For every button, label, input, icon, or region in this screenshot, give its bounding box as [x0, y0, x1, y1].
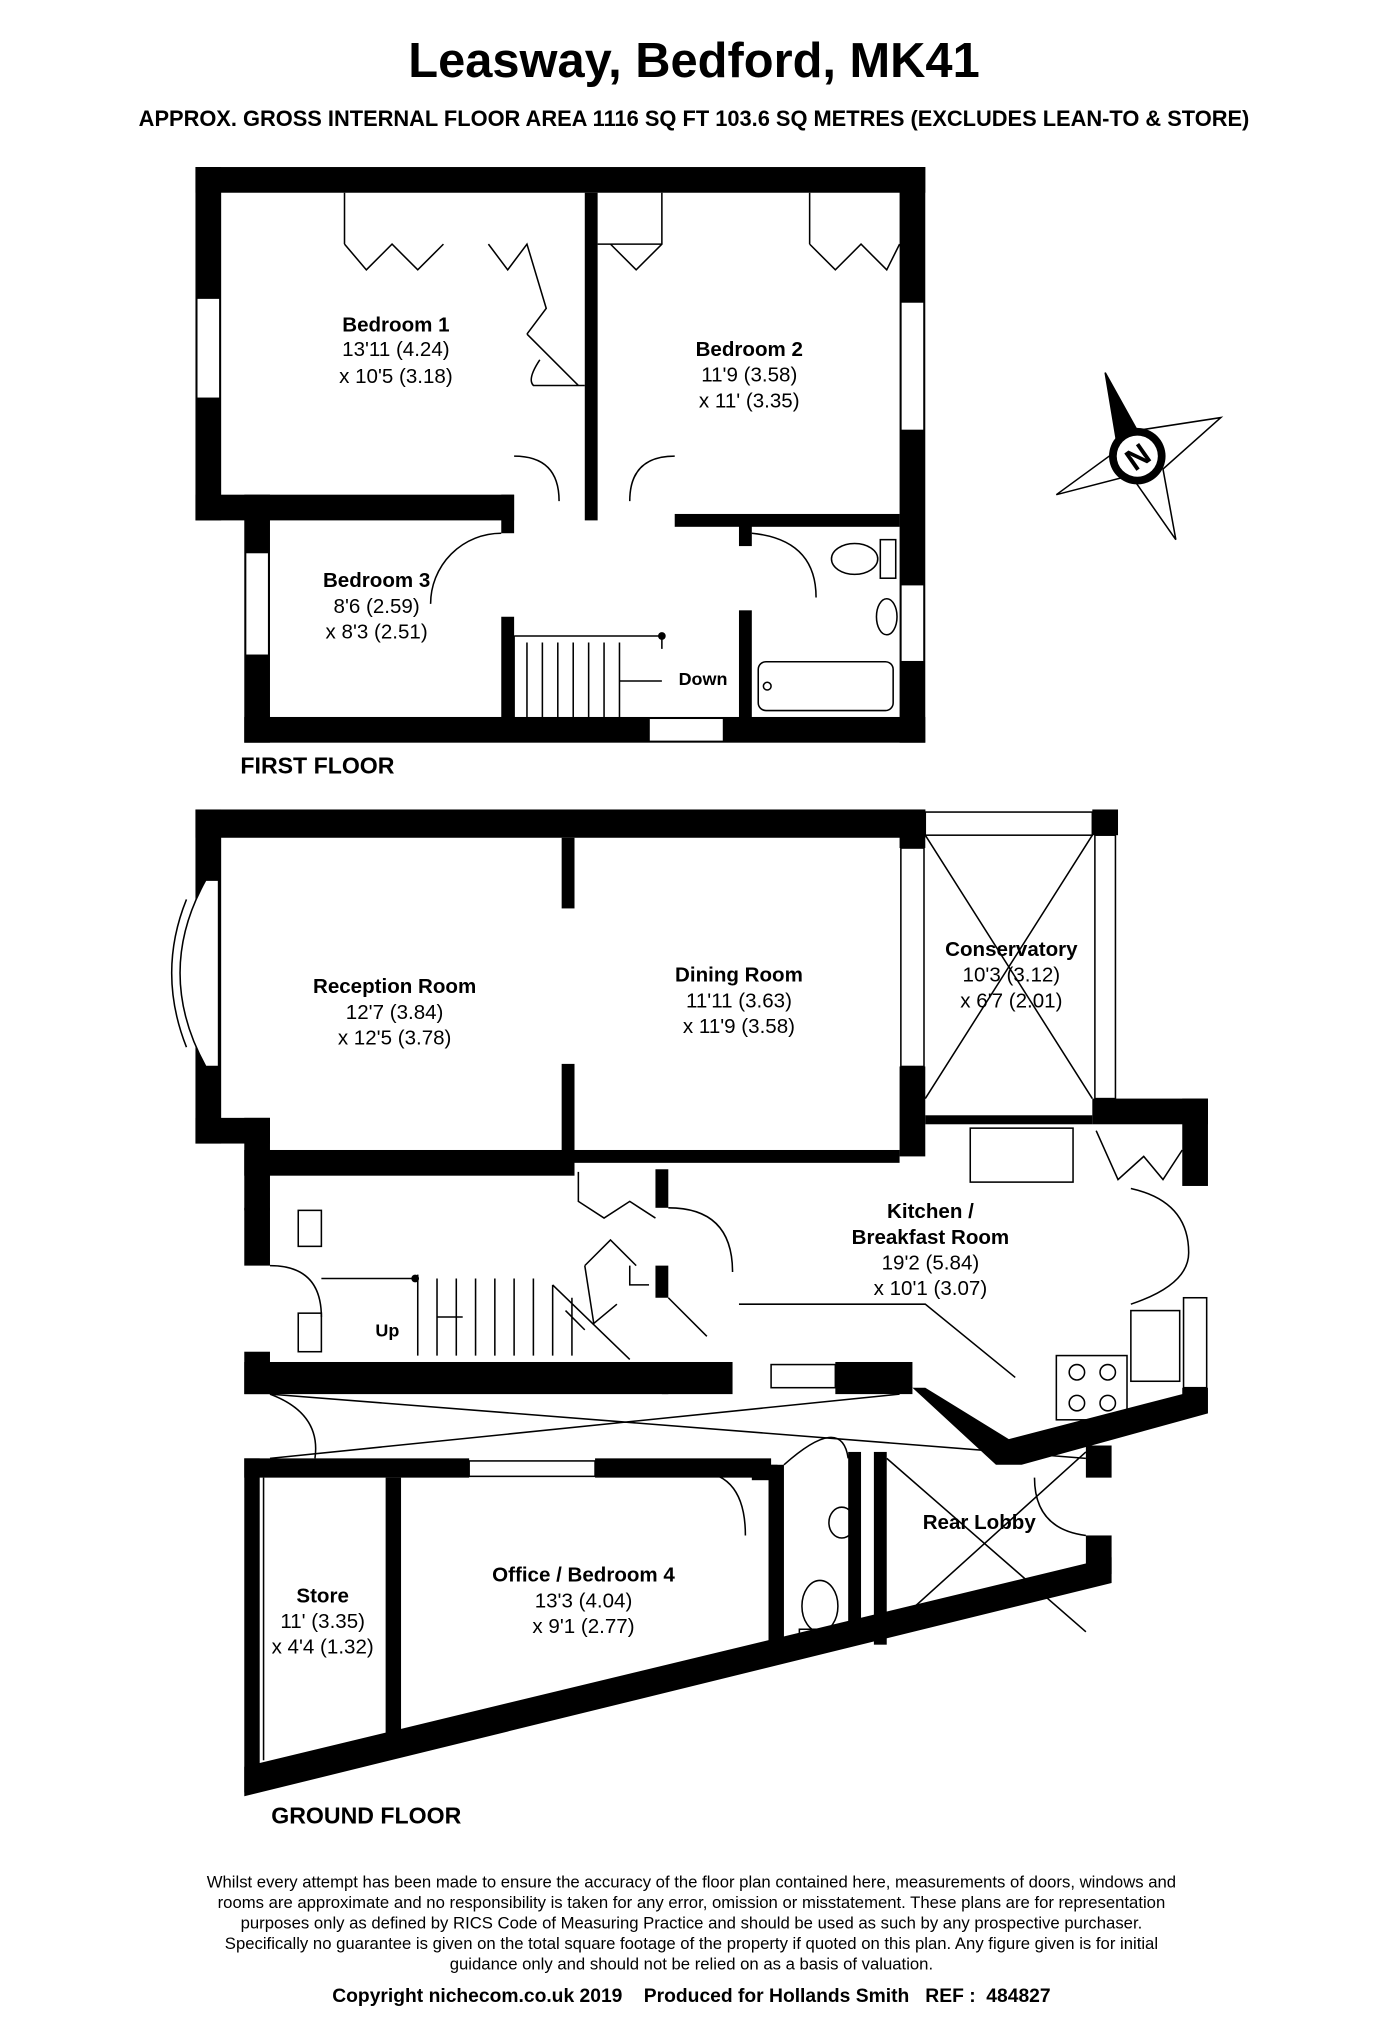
- room-dimension: x 11' (3.35): [699, 389, 800, 412]
- floor-area-subtitle: APPROX. GROSS INTERNAL FLOOR AREA 1116 S…: [139, 106, 1250, 131]
- room-name: Dining Room: [675, 964, 803, 987]
- ground-floor-plan: Reception Room 12'7 (3.84) x 12'5 (3.78)…: [171, 809, 1208, 1828]
- room-dimension: x 9'1 (2.77): [532, 1615, 634, 1638]
- stairs-label: Down: [679, 669, 728, 689]
- room-dimension: 13'11 (4.24): [342, 338, 449, 361]
- room-dimension: 8'6 (2.59): [334, 595, 420, 618]
- stairs-label: Up: [375, 1320, 399, 1340]
- compass-icon: N: [1055, 372, 1224, 541]
- disclaimer-line: rooms are approximate and no responsibil…: [218, 1893, 1166, 1912]
- room-dimension: 11'11 (3.63): [686, 989, 792, 1012]
- room-name: Bedroom 1: [342, 314, 449, 337]
- room-dimension: x 8'3 (2.51): [326, 621, 428, 644]
- room-dimension: x 4'4 (1.32): [272, 1636, 374, 1659]
- room-dimension: 19'2 (5.84): [882, 1251, 980, 1274]
- room-name: Kitchen /: [887, 1200, 974, 1223]
- disclaimer-line: purposes only as defined by RICS Code of…: [241, 1914, 1143, 1933]
- floor-label: FIRST FLOOR: [240, 753, 394, 779]
- room-dimension: x 10'5 (3.18): [339, 365, 453, 388]
- room-name: Reception Room: [313, 975, 476, 998]
- disclaimer: Whilst every attempt has been made to en…: [207, 1873, 1176, 1974]
- room-dimension: 10'3 (3.12): [963, 964, 1061, 987]
- room-name: Rear Lobby: [923, 1511, 1037, 1534]
- room-dimension: 12'7 (3.84): [346, 1001, 444, 1024]
- room-dimension: 11' (3.35): [280, 1610, 365, 1633]
- room-dimension: x 12'5 (3.78): [338, 1027, 452, 1050]
- floor-label: GROUND FLOOR: [271, 1802, 461, 1828]
- disclaimer-line: guidance only and should not be relied o…: [450, 1955, 933, 1974]
- room-name: Bedroom 2: [696, 338, 803, 361]
- room-dimension: 11'9 (3.58): [701, 364, 797, 387]
- disclaimer-line: Specifically no guarantee is given on th…: [225, 1934, 1158, 1953]
- disclaimer-line: Whilst every attempt has been made to en…: [207, 1873, 1176, 1892]
- room-dimension: 13'3 (4.04): [535, 1589, 633, 1612]
- plan-title: Leasway, Bedford, MK41: [408, 34, 979, 88]
- room-name: Breakfast Room: [852, 1226, 1010, 1249]
- first-floor-plan: Bedroom 1 13'11 (4.24) x 10'5 (3.18) Bed…: [195, 167, 926, 779]
- copyright: Copyright nichecom.co.uk 2019 Produced f…: [332, 1986, 1050, 2007]
- room-name: Conservatory: [945, 938, 1078, 961]
- room-name: Bedroom 3: [323, 569, 430, 592]
- room-name: Office / Bedroom 4: [492, 1564, 675, 1587]
- room-name: Store: [296, 1584, 349, 1607]
- room-dimension: x 10'1 (3.07): [874, 1277, 988, 1300]
- room-dimension: x 11'9 (3.58): [683, 1015, 795, 1038]
- room-dimension: x 6'7 (2.01): [960, 989, 1062, 1012]
